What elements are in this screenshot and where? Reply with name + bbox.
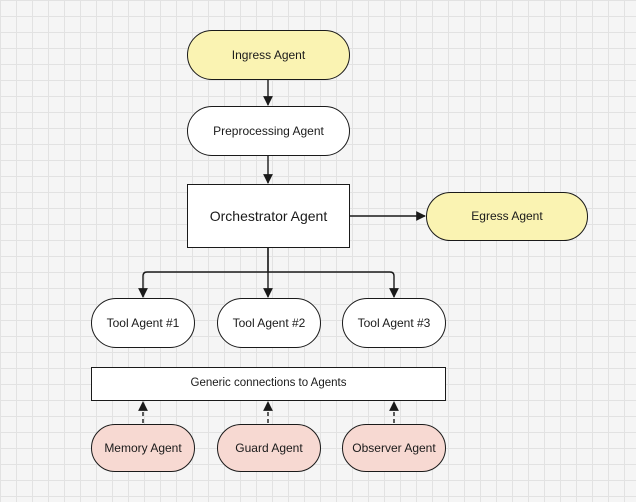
node-tool-agent-1[interactable]: Tool Agent #1 [91, 298, 195, 348]
node-tool-agent-2[interactable]: Tool Agent #2 [217, 298, 321, 348]
node-tool-agent-1-label: Tool Agent #1 [106, 315, 180, 330]
node-preprocessing-agent[interactable]: Preprocessing Agent [187, 106, 350, 156]
node-observer-agent-label: Observer Agent [352, 440, 436, 455]
node-tool-agent-3-label: Tool Agent #3 [357, 315, 431, 330]
node-egress-agent[interactable]: Egress Agent [426, 192, 588, 241]
edge-orchestrator-to-tool1 [138, 248, 269, 298]
node-tool-agent-2-label: Tool Agent #2 [232, 315, 306, 330]
node-ingress-agent-label: Ingress Agent [231, 47, 306, 62]
node-observer-agent[interactable]: Observer Agent [342, 424, 446, 472]
node-memory-agent-label: Memory Agent [104, 440, 182, 455]
node-egress-agent-label: Egress Agent [471, 209, 543, 224]
node-orchestrator-agent-label: Orchestrator Agent [209, 207, 328, 224]
node-orchestrator-agent[interactable]: Orchestrator Agent [187, 184, 350, 248]
node-guard-agent-label: Guard Agent [235, 440, 303, 455]
node-memory-agent[interactable]: Memory Agent [91, 424, 195, 472]
node-generic-connections[interactable]: Generic connections to Agents [91, 367, 446, 401]
node-ingress-agent[interactable]: Ingress Agent [187, 30, 350, 80]
node-preprocessing-agent-label: Preprocessing Agent [213, 123, 324, 138]
edge-orchestrator-to-tool3 [268, 271, 399, 298]
node-guard-agent[interactable]: Guard Agent [217, 424, 321, 472]
node-generic-connections-label: Generic connections to Agents [190, 377, 347, 390]
node-tool-agent-3[interactable]: Tool Agent #3 [342, 298, 446, 348]
